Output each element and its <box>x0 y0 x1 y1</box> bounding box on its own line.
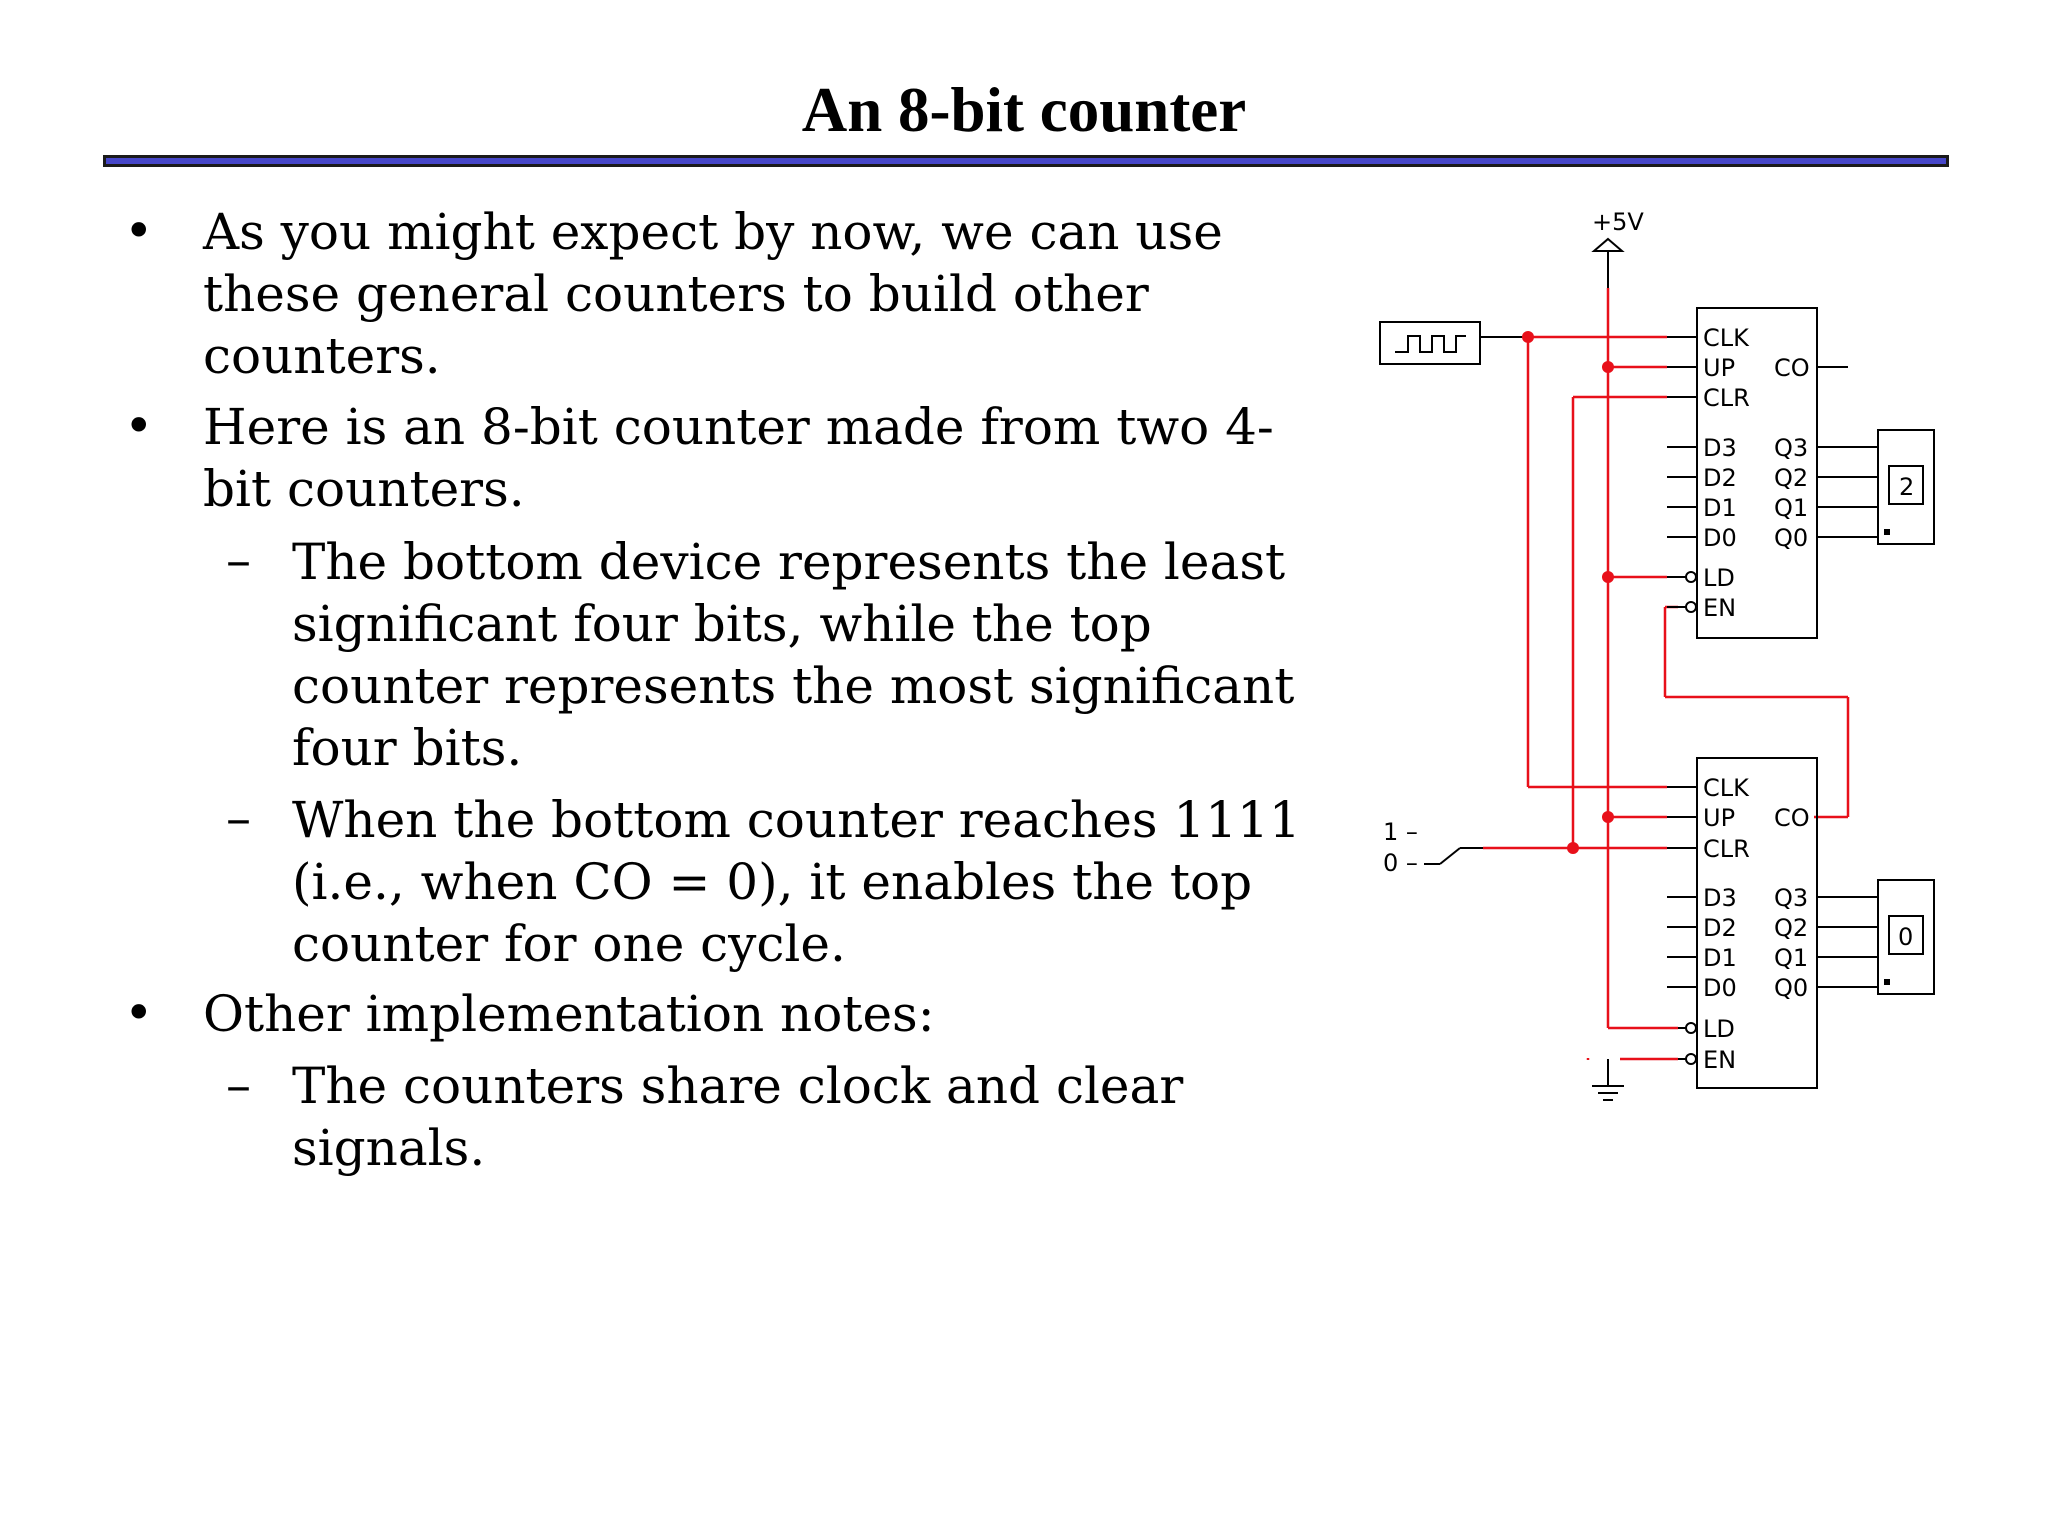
out-label: Q2 <box>1774 914 1808 942</box>
pin-label: D0 <box>1703 974 1737 1002</box>
out-label: Q1 <box>1774 494 1808 522</box>
top-display-value: 2 <box>1899 473 1914 501</box>
supply-arrow-icon <box>1591 237 1625 252</box>
pin-label: D2 <box>1703 464 1737 492</box>
bottom-hex-display: 0 <box>1877 879 1935 995</box>
pin-label: UP <box>1703 354 1735 382</box>
counter-circuit-diagram: +5V 1 – 0 – <box>1379 208 1935 1101</box>
bottom-display-value: 0 <box>1898 923 1913 951</box>
slide-title: An 8-bit counter <box>801 75 1247 145</box>
bullet-item: Here is an 8-bit counter made from two 4… <box>203 398 1274 518</box>
pin-label: LD <box>1703 564 1735 592</box>
out-label: CO <box>1774 804 1810 832</box>
pin-label: CLR <box>1703 835 1750 863</box>
pin-label: CLK <box>1703 324 1750 352</box>
bullet-marker: • <box>124 202 154 260</box>
pin-label: D0 <box>1703 524 1737 552</box>
out-label: Q3 <box>1774 884 1808 912</box>
out-label: Q2 <box>1774 464 1808 492</box>
pin-label: D2 <box>1703 914 1737 942</box>
sub-bullet-item: The bottom device represents the least s… <box>292 533 1295 777</box>
bullet-marker: • <box>124 984 154 1042</box>
switch-low-label: 0 – <box>1383 849 1418 877</box>
pin-label: D3 <box>1703 434 1737 462</box>
clear-switch: 1 – 0 – <box>1383 818 1483 877</box>
pin-label: CLR <box>1703 384 1750 412</box>
supply-label: +5V <box>1592 208 1644 236</box>
pin-label: EN <box>1703 1046 1736 1074</box>
out-label: CO <box>1774 354 1810 382</box>
sub-bullet-marker: – <box>226 1056 251 1114</box>
pin-label: D1 <box>1703 494 1737 522</box>
sub-bullet-item: The counters share clock and clear signa… <box>292 1057 1184 1177</box>
pin-label: CLK <box>1703 774 1750 802</box>
sub-bullet-marker: – <box>226 789 251 847</box>
top-counter-chip: CLK UP CLR D3 D2 D1 D0 LD EN CO Q3 Q2 Q1… <box>1667 307 1878 639</box>
out-label: Q0 <box>1774 974 1808 1002</box>
pin-label: D1 <box>1703 944 1737 972</box>
out-label: Q1 <box>1774 944 1808 972</box>
bottom-counter-chip: CLK UP CLR D3 D2 D1 D0 LD EN CO Q3 Q2 Q1… <box>1667 757 1878 1089</box>
sub-bullet-item: When the bottom counter reaches 1111 (i.… <box>292 791 1301 973</box>
pin-label: D3 <box>1703 884 1737 912</box>
pin-label: LD <box>1703 1015 1735 1043</box>
bullet-item: As you might expect by now, we can use t… <box>203 203 1223 385</box>
title-divider <box>103 155 1949 167</box>
bullet-item: Other implementation notes: <box>203 985 935 1043</box>
out-label: Q3 <box>1774 434 1808 462</box>
clock-source <box>1379 321 1528 365</box>
pin-label: EN <box>1703 594 1736 622</box>
top-hex-display: 2 <box>1877 429 1935 545</box>
wire-junctions <box>1522 331 1614 854</box>
out-label: Q0 <box>1774 524 1808 552</box>
bullet-list: • As you might expect by now, we can use… <box>124 202 1301 1177</box>
bullet-marker: • <box>124 397 154 455</box>
pin-label: UP <box>1703 804 1735 832</box>
sub-bullet-marker: – <box>226 531 251 589</box>
ground-icon <box>1592 1059 1624 1101</box>
switch-high-label: 1 – <box>1383 818 1418 846</box>
